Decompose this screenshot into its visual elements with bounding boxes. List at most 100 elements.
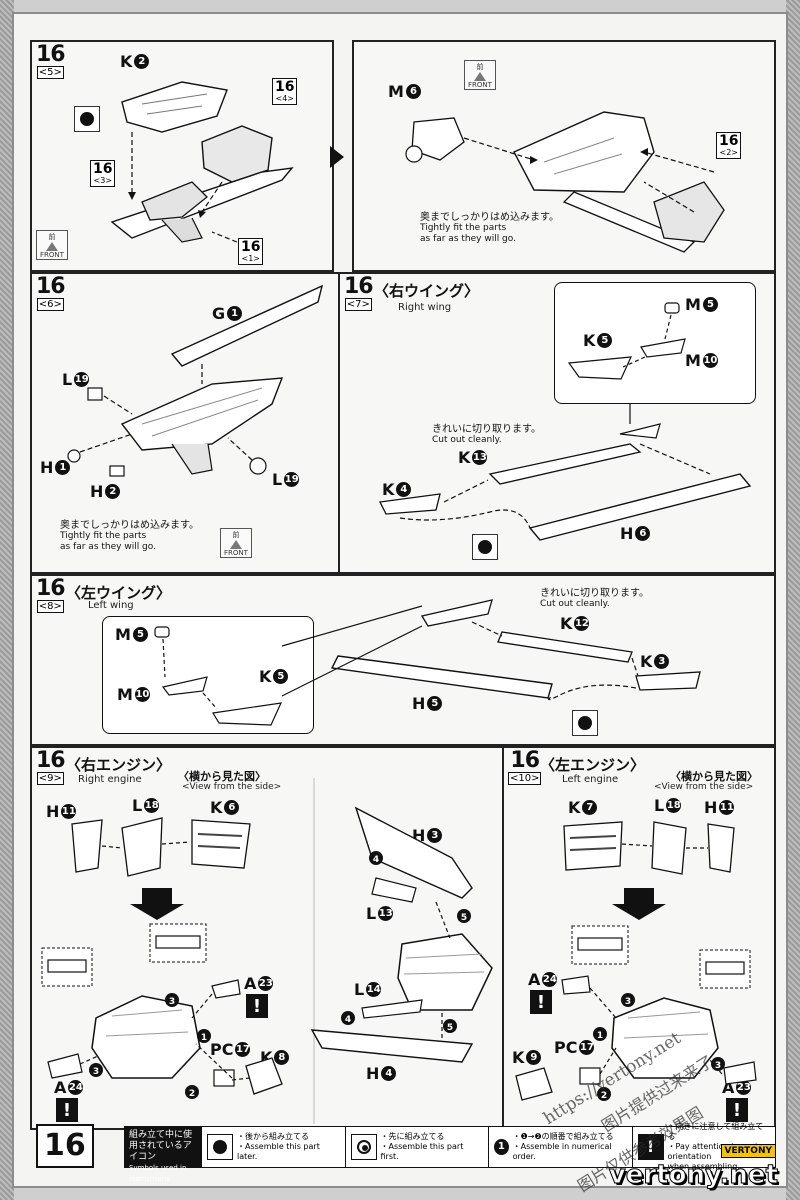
panel-step-16-9: 16 <9> 〈右エンジン〉 Right engine 〈横から見た図〉 <Vi… (30, 746, 504, 1130)
next-step-arrow (330, 146, 344, 168)
brand-tag: VERTONY (720, 1144, 776, 1158)
brand-logo: vertony.net (608, 1160, 778, 1191)
svg-text:2: 2 (601, 1091, 607, 1101)
svg-text:3: 3 (625, 997, 631, 1007)
page-number: 16 (36, 1124, 94, 1168)
side-view-title: 〈横から見た図〉 (178, 770, 266, 783)
side-view-title-en: <View from the side> (182, 782, 282, 792)
legend-heading: 組み立て中に使用されているアイコン Symbols used in instru… (125, 1127, 201, 1183)
sub-badge-1: 16<1> (238, 238, 264, 265)
svg-text:5: 5 (447, 1023, 453, 1033)
cut-note: きれいに切り取ります。 Cut out cleanly. (432, 424, 541, 445)
side-view-title-en: <View from the side> (654, 782, 754, 792)
section-title-en: Right engine (78, 774, 142, 785)
callout-drawing (154, 626, 283, 726)
legend-orientation: ! ・向きに注意して組み立てる・Pay attention to part or… (631, 1122, 776, 1171)
assemble-later-icon (572, 710, 598, 736)
svg-text:4: 4 (373, 855, 379, 865)
step-label: 16 <5> (36, 42, 66, 79)
sub-badge-2: 16<2> (716, 132, 742, 159)
svg-text:4: 4 (345, 1015, 351, 1025)
caution-icon: ! (726, 1098, 748, 1122)
callout-drawing (567, 302, 686, 380)
fit-note: 奥までしっかりはめ込みます。 Tightly fit the parts as … (60, 520, 199, 552)
legend-assemble-first: ・先に組み立てる・Assemble this part first. (344, 1127, 489, 1167)
sub-badge-4: 16<4> (272, 78, 298, 105)
caution-icon: ! (637, 1134, 664, 1160)
step-label: 16 <6> (36, 274, 66, 311)
caution-icon: ! (56, 1098, 78, 1122)
assemble-later-icon (472, 534, 498, 560)
sub-badge-3: 16<3> (90, 160, 116, 187)
caution-icon: ! (246, 994, 268, 1018)
assemble-later-icon (74, 106, 100, 132)
step-label: 16 <8> (36, 576, 66, 613)
legend-numerical-order: 1 ・❶→❷の順番で組み立てる・Assemble in numerical or… (488, 1127, 632, 1167)
fit-note: 奥までしっかりはめ込みます。 Tightly fit the parts as … (420, 212, 559, 244)
svg-text:3: 3 (93, 1067, 99, 1077)
svg-text:5: 5 (461, 913, 467, 923)
step-sub: <5> (36, 66, 64, 79)
step-9-parts-drawing: 3 3 1 2 4 5 4 5 (41, 778, 493, 1124)
section-title-en: Left wing (88, 600, 134, 611)
section-title-en: Left engine (562, 774, 619, 785)
step-5b-parts-drawing (405, 111, 725, 253)
svg-text:2: 2 (189, 1089, 195, 1099)
step-label: 16 <9> (36, 748, 66, 785)
step-7-parts-drawing (379, 404, 752, 541)
svg-text:1: 1 (597, 1031, 603, 1041)
step-number: 16 (36, 42, 66, 67)
section-title: 〈右エンジン〉 (66, 756, 172, 774)
assemble-first-icon (350, 1134, 377, 1160)
svg-text:1: 1 (201, 1033, 207, 1043)
section-title: 〈左エンジン〉 (540, 756, 646, 774)
step-6-parts-drawing (67, 284, 324, 477)
cut-note: きれいに切り取ります。 Cut out cleanly. (540, 588, 649, 609)
panel-step-16-10: 16 <10> 〈左エンジン〉 Left engine 〈横から見た図〉 <Vi… (502, 746, 776, 1130)
step-label: 16 <10> (508, 748, 542, 785)
step-label: 16 <7> (344, 274, 374, 311)
order-one-icon: 1 (494, 1139, 509, 1155)
section-title: 〈右ウイング〉 (374, 282, 480, 300)
left-edge-texture (0, 0, 14, 1200)
step-5-parts-drawing (110, 81, 294, 243)
section-title-en: Right wing (398, 302, 452, 313)
step-8-parts-drawing (281, 599, 701, 701)
